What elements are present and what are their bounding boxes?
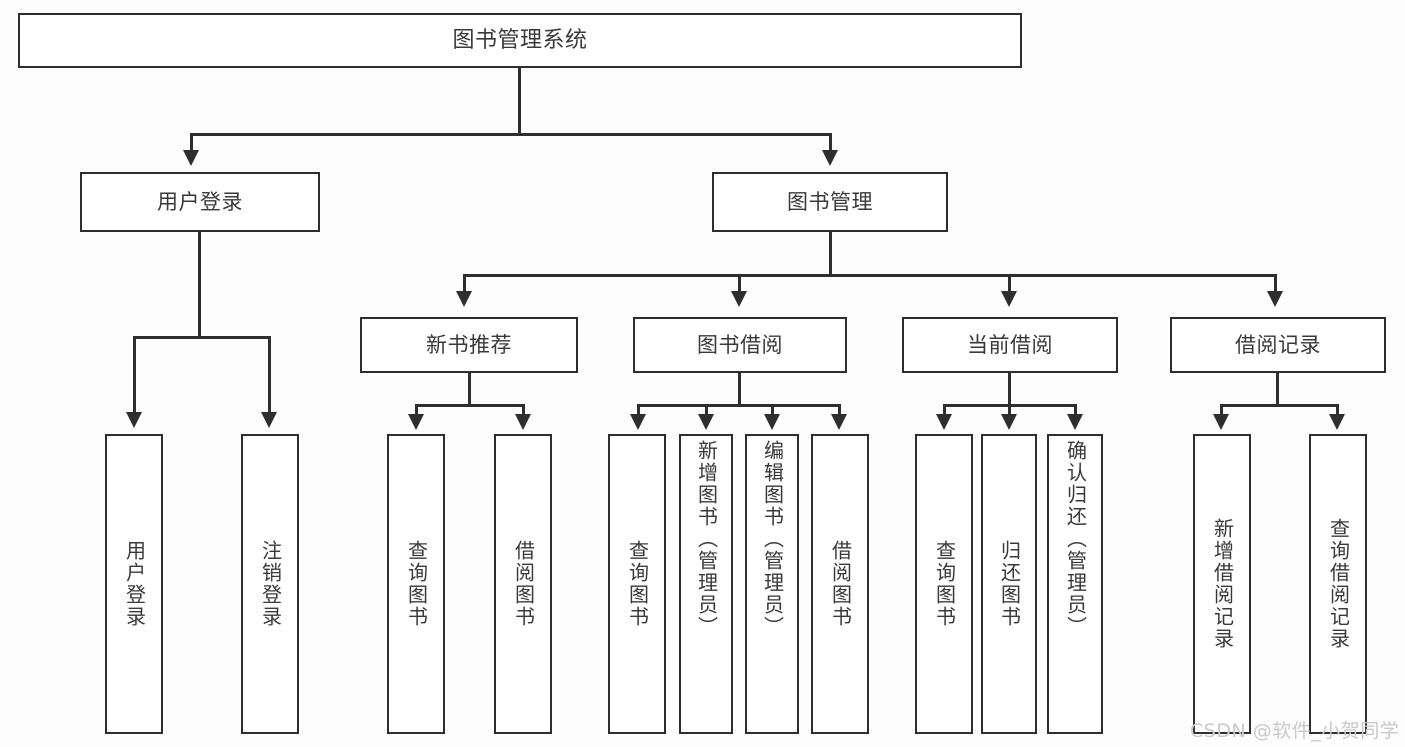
arrowhead-root-to-login (183, 150, 199, 166)
arrowhead-bookmgmt-l3-4 (1267, 291, 1283, 307)
leaf-user-login[interactable]: 用户登录 (105, 434, 163, 734)
node-book-management[interactable]: 图书管理 (712, 172, 948, 232)
connector-login-stem (198, 232, 201, 338)
arrowhead-bookmgmt-l3-2 (731, 291, 747, 307)
node-label: 图书借阅 (697, 332, 783, 357)
arrowhead-record-leaf-2 (1329, 414, 1345, 430)
node-label: 查询图书 (625, 540, 650, 628)
arrowhead-current-leaf-1 (936, 414, 952, 430)
connector-bookmgmt-to-l3-3 (1008, 274, 1011, 294)
leaf-logout-login[interactable]: 注销登录 (241, 434, 299, 734)
connector-bookmgmt-to-l3-1 (463, 274, 466, 294)
connector-login-to-leaf-1 (133, 336, 136, 416)
connector-recommend-to-leaf-1 (415, 404, 418, 418)
csdn-watermark: CSDN @软件_小贺同学 (1190, 720, 1400, 742)
node-label: 新书推荐 (426, 332, 512, 357)
node-label: 图书管理系统 (452, 27, 588, 53)
node-root-system[interactable]: 图书管理系统 (18, 13, 1022, 68)
arrowhead-bookmgmt-l3-1 (456, 291, 472, 307)
arrowhead-record-leaf-1 (1213, 414, 1229, 430)
connector-record-to-leaf-2 (1336, 404, 1339, 418)
node-label: 新增图书（管理员） (694, 440, 719, 638)
connector-bookmgmt-stem (829, 232, 832, 276)
leaf-current-query-book[interactable]: 查询图书 (915, 434, 973, 734)
connector-root-to-bookmgmt (829, 133, 832, 153)
leaf-current-confirm-return-admin[interactable]: 确认归还（管理员） (1047, 434, 1103, 734)
connector-record-bus (1220, 404, 1339, 407)
arrowhead-borrow-leaf-3 (764, 414, 780, 430)
connector-borrow-to-leaf-3 (771, 404, 774, 418)
node-label: 当前借阅 (967, 332, 1053, 357)
node-label: 编辑图书（管理员） (760, 440, 785, 638)
leaf-recommend-borrow-book[interactable]: 借阅图书 (494, 434, 552, 734)
connector-borrow-to-leaf-2 (705, 404, 708, 418)
node-label: 用户登录 (157, 189, 243, 214)
node-current-borrow[interactable]: 当前借阅 (902, 317, 1118, 373)
leaf-record-add-record[interactable]: 新增借阅记录 (1193, 434, 1251, 734)
connector-borrow-stem (738, 373, 741, 406)
connector-login-to-leaf-2 (268, 336, 271, 416)
connector-bookmgmt-to-l3-4 (1274, 274, 1277, 294)
connector-current-to-leaf-2 (1008, 404, 1011, 418)
arrowhead-borrow-leaf-4 (831, 414, 847, 430)
arrowhead-recommend-leaf-1 (408, 414, 424, 430)
connector-borrow-bus (637, 404, 841, 407)
node-label: 查询借阅记录 (1326, 518, 1351, 650)
connector-root-to-login (190, 133, 193, 153)
arrowhead-borrow-leaf-2 (698, 414, 714, 430)
connector-root-stem (518, 68, 521, 135)
connector-login-bus (133, 336, 271, 339)
arrowhead-recommend-leaf-2 (515, 414, 531, 430)
node-label: 注销登录 (258, 540, 283, 628)
connector-bookmgmt-to-l3-2 (738, 274, 741, 294)
node-label: 查询图书 (932, 540, 957, 628)
node-new-book-recommend[interactable]: 新书推荐 (360, 317, 578, 373)
arrowhead-current-leaf-2 (1001, 414, 1017, 430)
node-label: 查询图书 (404, 540, 429, 628)
connector-bookmgmt-bus (463, 274, 1277, 277)
arrowhead-root-to-bookmgmt (822, 150, 838, 166)
node-label: 图书管理 (787, 189, 873, 214)
leaf-current-return-book[interactable]: 归还图书 (981, 434, 1037, 734)
connector-recommend-to-leaf-2 (522, 404, 525, 418)
node-label: 借阅记录 (1235, 332, 1321, 357)
leaf-recommend-query-book[interactable]: 查询图书 (387, 434, 445, 734)
connector-current-stem (1008, 373, 1011, 406)
leaf-record-query-record[interactable]: 查询借阅记录 (1309, 434, 1367, 734)
connector-borrow-to-leaf-4 (838, 404, 841, 418)
connector-root-bus (190, 133, 831, 136)
arrowhead-login-leaf-1 (126, 412, 142, 428)
connector-recommend-bus (415, 404, 525, 407)
node-label: 确认归还（管理员） (1063, 440, 1088, 638)
leaf-borrow-edit-book-admin[interactable]: 编辑图书（管理员） (745, 434, 799, 734)
node-user-login[interactable]: 用户登录 (80, 172, 320, 232)
node-book-borrow[interactable]: 图书借阅 (633, 317, 847, 373)
node-label: 借阅图书 (828, 540, 853, 628)
connector-record-to-leaf-1 (1220, 404, 1223, 418)
leaf-borrow-add-book-admin[interactable]: 新增图书（管理员） (679, 434, 733, 734)
node-label: 归还图书 (997, 540, 1022, 628)
connector-current-to-leaf-1 (943, 404, 946, 418)
arrowhead-current-leaf-3 (1067, 414, 1083, 430)
node-label: 借阅图书 (511, 540, 536, 628)
connector-recommend-stem (468, 373, 471, 406)
connector-record-stem (1276, 373, 1279, 406)
connector-current-to-leaf-3 (1074, 404, 1077, 418)
leaf-borrow-query-book[interactable]: 查询图书 (608, 434, 666, 734)
arrowhead-login-leaf-2 (261, 412, 277, 428)
node-label: 用户登录 (122, 540, 147, 628)
arrowhead-bookmgmt-l3-3 (1001, 291, 1017, 307)
connector-borrow-to-leaf-1 (637, 404, 640, 418)
leaf-borrow-borrow-book[interactable]: 借阅图书 (811, 434, 869, 734)
node-borrow-record[interactable]: 借阅记录 (1170, 317, 1386, 373)
node-label: 新增借阅记录 (1210, 518, 1235, 650)
arrowhead-borrow-leaf-1 (630, 414, 646, 430)
